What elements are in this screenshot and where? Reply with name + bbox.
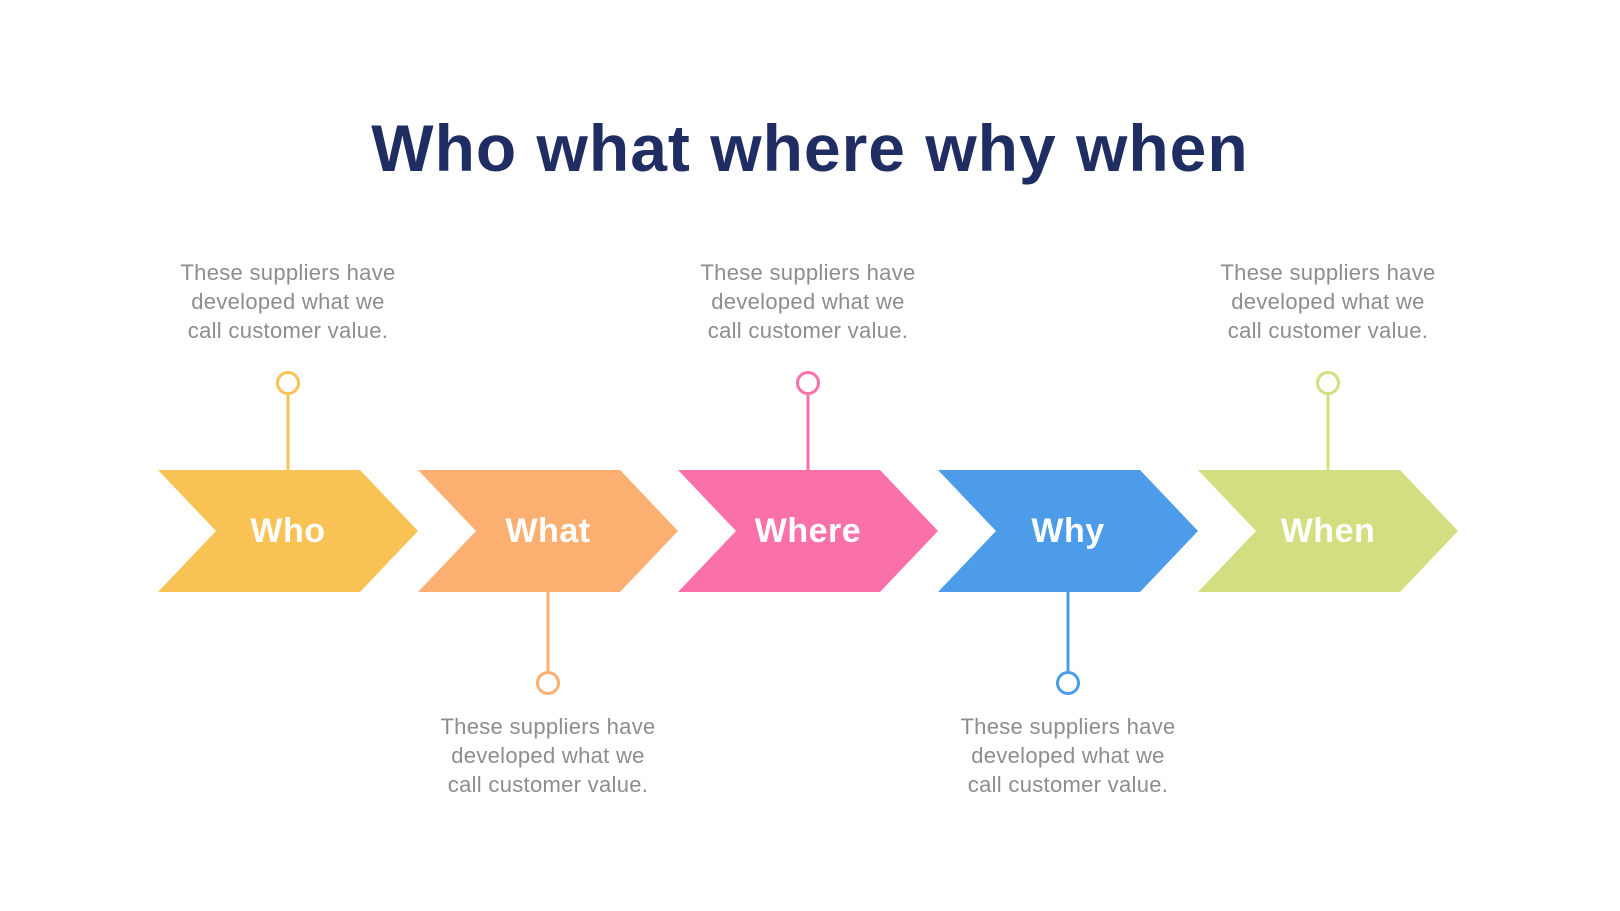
description-line: call customer value.: [707, 318, 909, 343]
description-line: These suppliers have: [700, 260, 916, 285]
step-where-description: These suppliers have developed what we c…: [683, 258, 933, 345]
description-line: developed what we: [971, 743, 1165, 768]
arrow-label: Where: [754, 511, 862, 550]
description-line: developed what we: [1231, 289, 1425, 314]
description-line: call customer value.: [187, 318, 389, 343]
description-line: developed what we: [191, 289, 385, 314]
step-when: These suppliers have developed what we c…: [1198, 0, 1458, 911]
step-what-description: These suppliers have developed what we c…: [423, 712, 673, 799]
connector-line: [1066, 592, 1070, 671]
step-what: What These suppliers have developed what…: [418, 0, 678, 911]
description-line: These suppliers have: [440, 714, 656, 739]
connector-circle: [1056, 671, 1080, 695]
arrow-label: Who: [250, 511, 326, 550]
connector-line: [1326, 394, 1330, 470]
description-line: call customer value.: [967, 772, 1169, 797]
description-line: developed what we: [451, 743, 645, 768]
arrow-shape-why: Why: [938, 470, 1198, 592]
connector-circle: [276, 371, 300, 395]
description-line: call customer value.: [1227, 318, 1429, 343]
description-line: These suppliers have: [960, 714, 1176, 739]
description-line: call customer value.: [447, 772, 649, 797]
arrow-label: When: [1280, 511, 1376, 550]
arrow-shape-when: When: [1198, 470, 1458, 592]
step-when-description: These suppliers have developed what we c…: [1203, 258, 1453, 345]
step-why: Why These suppliers have developed what …: [938, 0, 1198, 911]
connector-line: [546, 592, 550, 671]
description-line: These suppliers have: [180, 260, 396, 285]
step-who: These suppliers have developed what we c…: [158, 0, 418, 911]
connector-line: [286, 394, 290, 470]
connector-circle: [536, 671, 560, 695]
page-title: Who what where why when: [371, 111, 1249, 186]
description-line: These suppliers have: [1220, 260, 1436, 285]
arrow-label: What: [505, 511, 591, 550]
step-where: These suppliers have developed what we c…: [678, 0, 938, 911]
connector-circle: [1316, 371, 1340, 395]
step-why-description: These suppliers have developed what we c…: [943, 712, 1193, 799]
connector-circle: [796, 371, 820, 395]
arrow-shape-what: What: [418, 470, 678, 592]
arrow-label: Why: [1031, 511, 1105, 550]
connector-line: [806, 394, 810, 470]
arrow-shape-who: Who: [158, 470, 418, 592]
description-line: developed what we: [711, 289, 905, 314]
step-who-description: These suppliers have developed what we c…: [163, 258, 413, 345]
arrow-shape-where: Where: [678, 470, 938, 592]
